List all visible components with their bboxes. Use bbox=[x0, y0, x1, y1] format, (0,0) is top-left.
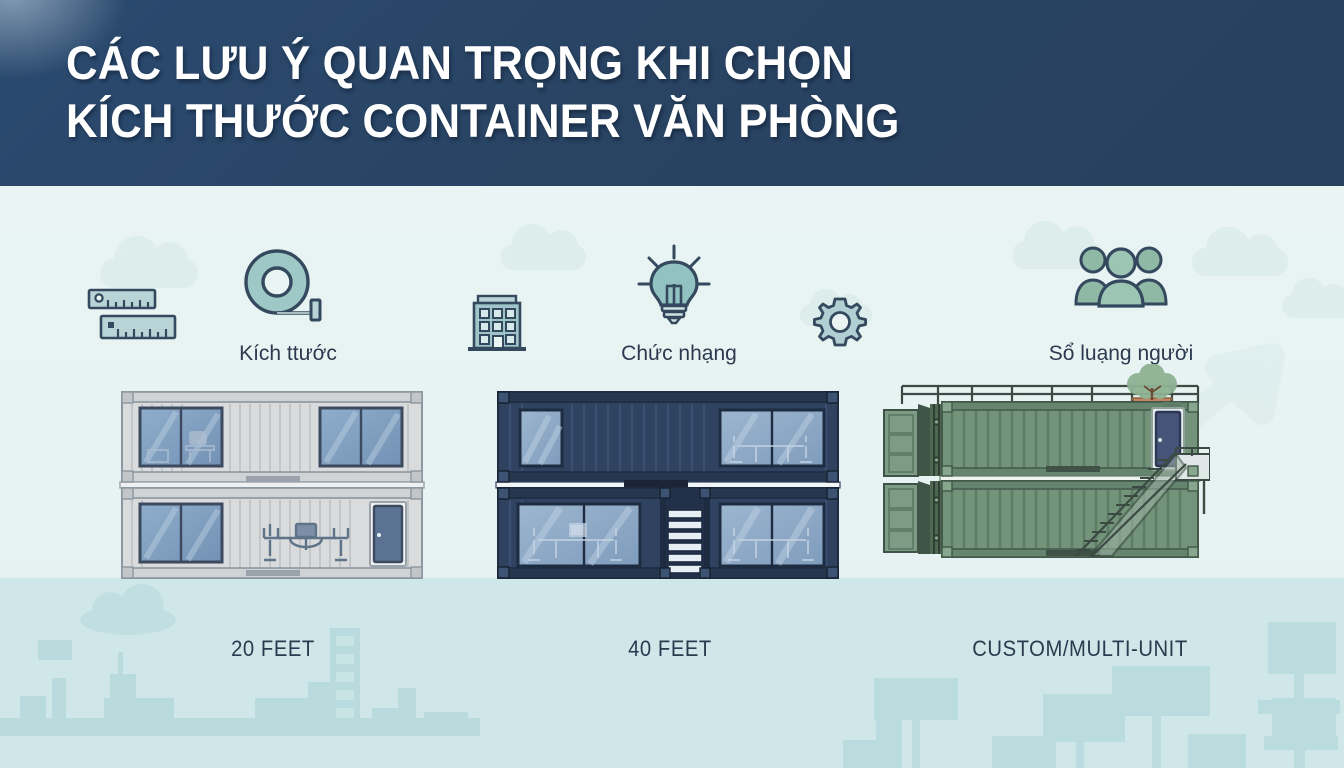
container-caption-custom: CUSTOM/MULTI-UNIT bbox=[972, 636, 1188, 661]
container-caption-40ft: 40 FEET bbox=[628, 636, 712, 661]
feature-label-people: Sổ luạng người bbox=[1048, 342, 1194, 365]
external-staircase bbox=[1075, 447, 1210, 558]
title-line-1: CÁC LƯU Ý QUAN TRỌNG KHI CHỌN bbox=[66, 36, 854, 89]
tape-measure-icon bbox=[244, 249, 322, 322]
cloud-icon bbox=[100, 236, 198, 288]
people-group-icon-wrap bbox=[1073, 244, 1169, 313]
title-line-2: KÍCH THƯỚC CONTAINER VĂN PHÒNG bbox=[66, 94, 900, 147]
header-banner: CÁC LƯU Ý QUAN TRỌNG KHI CHỌN KÍCH THƯỚC… bbox=[0, 0, 1344, 186]
lightbulb-icon-wrap bbox=[631, 242, 717, 333]
illustration-scene: Kích ttước bbox=[0, 186, 1344, 768]
people-group-icon bbox=[1074, 246, 1168, 308]
ruler-icon-wrap bbox=[86, 286, 178, 349]
lightbulb-icon bbox=[637, 244, 711, 325]
open-door-lower bbox=[883, 481, 942, 554]
tape-measure-icon-wrap bbox=[243, 248, 333, 333]
feature-label-function: Chức nhạng bbox=[621, 342, 737, 365]
signpost-silhouettes bbox=[843, 622, 1340, 768]
cloud-icon bbox=[500, 224, 586, 270]
open-door-upper bbox=[883, 404, 942, 477]
ruler-icon bbox=[87, 288, 177, 340]
city-skyline-silhouette bbox=[0, 584, 480, 736]
gear-icon-wrap bbox=[812, 296, 868, 357]
container-unit-custom bbox=[883, 364, 1210, 558]
building-icon-wrap bbox=[466, 290, 534, 359]
cloud-icon bbox=[1192, 227, 1288, 276]
container-unit-20ft bbox=[119, 391, 425, 579]
page-title: CÁC LƯU Ý QUAN TRỌNG KHI CHỌN KÍCH THƯỚC… bbox=[66, 34, 1166, 150]
feature-label-size: Kích ttước bbox=[239, 342, 337, 365]
growth-arrow-icon bbox=[1122, 343, 1285, 476]
rooftop-plant bbox=[1127, 364, 1177, 407]
building-icon bbox=[468, 294, 526, 351]
cloud-icon bbox=[1282, 278, 1344, 318]
container-caption-20ft: 20 FEET bbox=[231, 636, 315, 661]
container-unit-40ft bbox=[495, 391, 841, 579]
gear-icon bbox=[813, 297, 867, 347]
